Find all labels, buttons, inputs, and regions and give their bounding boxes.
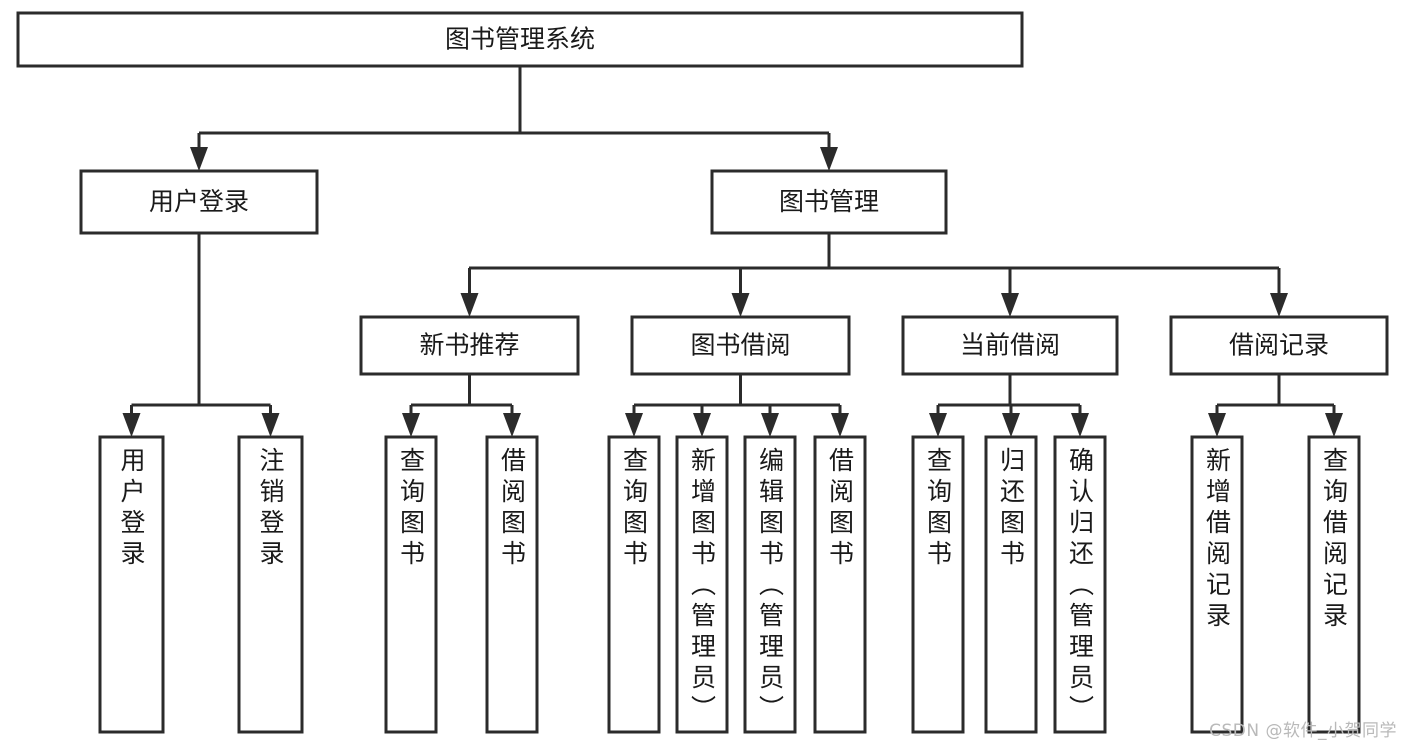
node-level2-1[interactable] [710, 169, 948, 235]
node-leaf-1[interactable] [237, 435, 304, 734]
node-box-group [16, 11, 1389, 734]
node-level3-1[interactable] [630, 315, 851, 376]
node-leaf-12[interactable] [1307, 435, 1361, 734]
node-level3-label-2: 当前借阅 [960, 331, 1060, 360]
node-leaf-8[interactable] [911, 435, 965, 734]
arrow-down-icon [1002, 413, 1020, 437]
arrow-down-icon [503, 413, 521, 437]
node-leaf-11[interactable] [1190, 435, 1244, 734]
arrow-down-icon [1270, 293, 1288, 317]
node-leaf-3[interactable] [485, 435, 539, 734]
connector-group [122, 66, 1343, 437]
arrow-down-icon [1001, 293, 1019, 317]
arrow-down-icon [761, 413, 779, 437]
arrow-down-icon [460, 293, 479, 317]
node-level2-label-0: 用户登录 [149, 187, 249, 216]
arrow-down-icon [1325, 413, 1343, 437]
arrow-down-icon [190, 147, 208, 171]
node-leaf-9[interactable] [984, 435, 1038, 734]
arrow-down-icon [1208, 413, 1226, 437]
arrow-down-icon [731, 293, 750, 317]
node-leaf-2[interactable] [384, 435, 438, 734]
node-level2-0[interactable] [79, 169, 319, 235]
node-leaf-0[interactable] [98, 435, 165, 734]
arrow-down-icon [1071, 413, 1089, 437]
node-leaf-7[interactable] [813, 435, 867, 734]
node-level3-label-1: 图书借阅 [690, 331, 790, 360]
arrow-down-icon [831, 413, 849, 437]
node-leaf-6[interactable] [743, 435, 797, 734]
node-root[interactable] [16, 11, 1024, 68]
node-level3-label-0: 新书推荐 [419, 331, 519, 360]
node-level3-2[interactable] [901, 315, 1119, 376]
watermark-text: CSDN @软件_小贺同学 [1209, 721, 1397, 741]
arrow-down-icon [693, 413, 711, 437]
node-level3-3[interactable] [1169, 315, 1389, 376]
node-leaf-10[interactable] [1053, 435, 1107, 734]
arrow-down-icon [820, 147, 838, 171]
arrow-down-icon [122, 413, 141, 437]
node-root-label: 图书管理系统 [445, 25, 595, 54]
node-leaf-5[interactable] [675, 435, 729, 734]
node-level3-label-3: 借阅记录 [1229, 331, 1329, 360]
arrow-down-icon [402, 413, 420, 437]
arrow-down-icon [625, 413, 643, 437]
node-leaf-4[interactable] [607, 435, 661, 734]
node-level2-label-1: 图书管理 [779, 187, 879, 216]
arrow-down-icon [929, 413, 947, 437]
node-level3-0[interactable] [359, 315, 580, 376]
arrow-down-icon [261, 413, 280, 437]
